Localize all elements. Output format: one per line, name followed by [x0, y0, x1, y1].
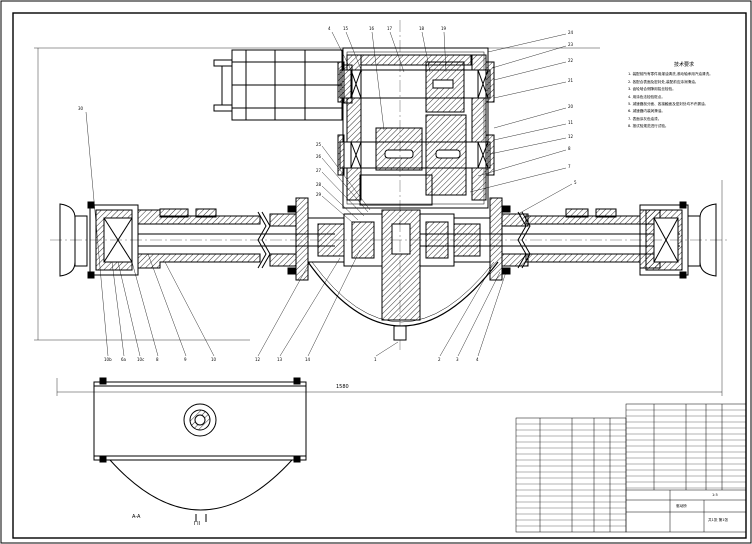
requirement-item: 5. 减速器剖分面、各接触面及密封处均不许漏油。	[628, 102, 709, 107]
callout-right: 8	[568, 146, 571, 151]
requirement-item: 1. 装配前所有零件用煤油清洗,滚动轴承用汽油清洗。	[628, 72, 713, 77]
title-block-grid	[515, 403, 747, 533]
requirement-item: 6. 减速器内装润滑油。	[628, 109, 665, 114]
leader-lines	[85, 31, 573, 357]
callout-bottom: 3	[456, 357, 459, 362]
callout-right: 20	[568, 104, 574, 109]
drawing-scale: 1:5	[712, 493, 718, 497]
input-motor	[213, 49, 353, 121]
callout-bottom: 14	[305, 357, 311, 362]
parts-list-rows	[516, 409, 746, 527]
axle-housing	[50, 20, 728, 350]
callout-right: 24	[568, 30, 574, 35]
callout-bottom: 10c	[137, 357, 145, 362]
callout-right: 12	[568, 134, 574, 139]
callout-top: 19	[441, 26, 447, 31]
callout-bottom: 2	[438, 357, 441, 362]
callout-right: 22	[568, 58, 574, 63]
requirement-item: 2. 各配合表面及密封处,装配前应涂润滑油。	[628, 79, 699, 84]
callout-bottom: 10b	[104, 357, 112, 362]
callout-left-mid: 26	[316, 154, 322, 159]
callout-right: 7	[568, 164, 571, 169]
section-label: A-A	[132, 514, 141, 520]
callout-left-mid: 27	[316, 168, 322, 173]
gearbox-housing	[337, 47, 495, 209]
callout-bottom: 13	[277, 357, 283, 362]
callout-right: 23	[568, 42, 574, 47]
requirement-item: 7. 表面涂灰色油漆。	[628, 116, 662, 121]
technical-requirements: 技术要求 1. 装配前所有零件用煤油清洗,滚动轴承用汽油清洗。 2. 各配合表面…	[628, 62, 740, 131]
callout-bottom: 4	[476, 357, 479, 362]
callout-top: 18	[419, 26, 425, 31]
callout-bottom: 10	[211, 357, 217, 362]
callout-bottom: 1	[374, 357, 377, 362]
callout-bottom: 8	[156, 357, 159, 362]
technical-requirements-title: 技术要求	[673, 62, 694, 68]
drawing-sheet: 共1张 第1张	[708, 518, 729, 522]
callout-left-mid: 25	[316, 142, 322, 147]
requirement-item: 4. 用涂色法检验斑点。	[628, 94, 665, 99]
bottom-view	[93, 377, 307, 522]
callout-right: 5	[574, 180, 577, 185]
overall-length-dimension: 1580	[336, 384, 349, 390]
requirement-item: 3. 齿轮啮合侧隙用铅丝检验。	[628, 87, 676, 92]
callout-left-mid: 29	[316, 192, 322, 197]
callout-top: 17	[387, 26, 393, 31]
callout-top: 16	[369, 26, 375, 31]
drawing-name: 驱动桥	[676, 504, 687, 508]
callout-bottom: 6a	[121, 357, 126, 362]
callout-right: 21	[568, 78, 574, 83]
inner-border	[12, 12, 747, 539]
callout-bottom: 12	[255, 357, 261, 362]
callout-left-mid: 30	[78, 106, 84, 111]
callout-bottom: 9	[184, 357, 187, 362]
bottom-view-label: I II	[194, 521, 201, 527]
callout-right: 11	[568, 120, 574, 125]
callout-top: 4	[328, 26, 331, 31]
callout-left-mid: 28	[316, 182, 322, 187]
requirement-item: 8. 按试验规范进行试验。	[628, 124, 669, 129]
callout-top: 15	[343, 26, 349, 31]
